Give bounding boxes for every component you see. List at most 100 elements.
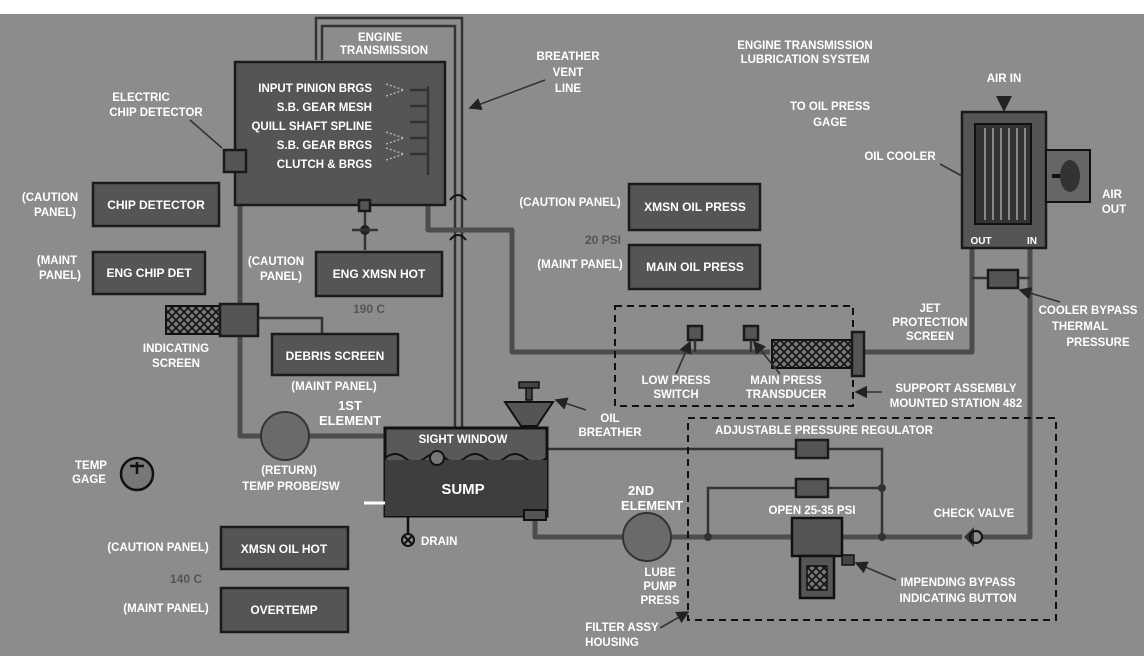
main-oil-press-text: MAIN OIL PRESS <box>646 260 744 274</box>
check-valve-icon <box>964 527 983 547</box>
transmission-item-5: CLUTCH & BRGS <box>277 159 373 171</box>
filter-element <box>790 516 855 600</box>
filter-label2: HOUSING <box>585 637 639 649</box>
maint-panel-label2: PANEL) <box>39 270 81 282</box>
to-oil-press-label2: GAGE <box>813 117 847 129</box>
cooler-out-label: OUT <box>970 236 991 247</box>
first-element-label1: 1ST <box>338 398 362 413</box>
temp-probe-label1: (RETURN) <box>261 465 317 477</box>
debris-screen-text: DEBRIS SCREEN <box>286 349 385 363</box>
oil-cooler <box>960 96 1091 250</box>
main-oil-press-box <box>627 243 762 291</box>
lube-pump-label3: PRESS <box>641 595 680 607</box>
to-oil-press-label1: TO OIL PRESS <box>790 101 870 113</box>
temp-gage-label1: TEMP <box>75 460 107 472</box>
transmission-label1: ENGINE <box>358 32 402 44</box>
open-psi-label: OPEN 25-35 PSI <box>769 505 856 517</box>
overtemp-text: OVERTEMP <box>250 603 317 617</box>
chip-detector-caution-box <box>91 181 221 228</box>
check-valve-label: CHECK VALVE <box>934 508 1015 520</box>
cooler-bypass-label1: COOLER BYPASS <box>1039 305 1138 317</box>
oil-cooler-label: OIL COOLER <box>864 151 936 163</box>
xmsn-oil-hot-box <box>219 525 350 571</box>
second-element-label1: 2ND <box>628 483 654 498</box>
vent-line-inner <box>320 24 457 428</box>
filter-label1: FILTER ASSY <box>585 622 659 634</box>
air-out-label1: AIR <box>1102 189 1123 201</box>
oil-press-caution-label: (CAUTION PANEL) <box>519 197 621 209</box>
indicating-screen-housing <box>218 302 260 338</box>
jet-screen-flange <box>850 330 866 378</box>
indicating-screen-label1: INDICATING <box>143 343 209 355</box>
pump-inlet-line <box>532 515 624 540</box>
eng-chip-det-box <box>91 250 207 296</box>
temp-gage-needle <box>130 462 144 474</box>
indicating-screen-label2: SCREEN <box>152 358 200 370</box>
xmsn-oil-hot-temp: 140 C <box>170 572 202 586</box>
debris-screen-maint: (MAINT PANEL) <box>291 381 377 393</box>
oil-breather-label1: OIL <box>600 413 619 425</box>
lube-pump-label1: LUBE <box>644 567 676 579</box>
chip-detector-plug <box>222 148 248 174</box>
vent-line-outer <box>314 16 464 428</box>
filter-leader <box>659 611 690 629</box>
overtemp-maint: (MAINT PANEL) <box>123 603 209 615</box>
impending-label1: IMPENDING BYPASS <box>901 577 1016 589</box>
main-press-leader <box>752 340 781 375</box>
cooler-bypass-label2: THERMAL <box>1052 321 1108 333</box>
impending-label2: INDICATING BUTTON <box>899 593 1016 605</box>
jet-screen-label3: SCREEN <box>906 331 954 343</box>
overtemp-box <box>219 586 350 634</box>
transmission-item-4: S.B. GEAR BRGS <box>277 140 373 152</box>
eng-xmsn-hot-text: ENG XMSN HOT <box>333 267 426 281</box>
second-element-pump <box>622 512 672 562</box>
xmsn-hot-caution1: (CAUTION <box>248 256 304 268</box>
title-line2: LUBRICATION SYSTEM <box>741 54 870 66</box>
transmission-label2: TRANSMISSION <box>340 45 428 57</box>
sump-tank <box>364 426 549 547</box>
debris-screen-box <box>270 332 400 377</box>
cooler-bypass-leader <box>1018 287 1061 303</box>
transmission-item-2: S.B. GEAR MESH <box>277 102 372 114</box>
temp-probe-label2: TEMP PROBE/SW <box>242 481 340 493</box>
eng-xmsn-hot-box <box>314 250 444 298</box>
low-press-label2: SWITCH <box>653 389 698 401</box>
first-element-label2: ELEMENT <box>319 413 381 428</box>
supply-line-main <box>425 175 770 355</box>
crossover-arc-2 <box>449 234 467 241</box>
oil-press-psi: 20 PSI <box>585 233 621 247</box>
second-element-label2: ELEMENT <box>621 498 683 513</box>
temp-switch-icon <box>357 198 372 213</box>
breather-vent-line3: LINE <box>555 83 582 95</box>
chip-detector-label1: ELECTRIC <box>112 92 170 104</box>
transmission-item-1: INPUT PINION BRGS <box>258 83 372 95</box>
return-line-left <box>237 200 262 439</box>
xmsn-oil-press-text: XMSN OIL PRESS <box>644 200 746 214</box>
bottom-margin <box>0 656 1144 664</box>
cooler-bypass-valve <box>986 268 1020 290</box>
oil-lines <box>237 16 1033 560</box>
oil-cooler-leader <box>939 163 963 177</box>
first-element-pump <box>260 411 310 461</box>
sump-label: SUMP <box>441 481 484 498</box>
transmission-item-3: QUILL SHAFT SPLINE <box>251 121 372 133</box>
jet-screen-label2: PROTECTION <box>892 317 967 329</box>
temp-gage-label2: GAGE <box>72 474 106 486</box>
engine-transmission-block: ENGINE TRANSMISSION INPUT PINION BRGS S.… <box>233 32 447 207</box>
eng-xmsn-hot-temp: 190 C <box>353 302 385 316</box>
oil-breather-label2: BREATHER <box>578 427 642 439</box>
xmsn-oil-hot-text: XMSN OIL HOT <box>241 542 328 556</box>
crossover-arc-1 <box>449 194 467 201</box>
caution-panel-label2: PANEL) <box>34 207 76 219</box>
cooler-in-label: IN <box>1027 236 1037 247</box>
main-press-label2: TRANSDUCER <box>746 389 827 401</box>
low-press-switch-icon <box>686 324 704 342</box>
breather-vent-line2: VENT <box>553 67 584 79</box>
air-in-label: AIR IN <box>987 73 1022 85</box>
title-line1: ENGINE TRANSMISSION <box>737 40 872 52</box>
caution-panel-label1: (CAUTION <box>22 192 78 204</box>
main-press-transducer-icon <box>742 324 760 342</box>
xmsn-oil-press-box <box>627 182 762 232</box>
eng-chip-det-text: ENG CHIP DET <box>106 266 192 280</box>
